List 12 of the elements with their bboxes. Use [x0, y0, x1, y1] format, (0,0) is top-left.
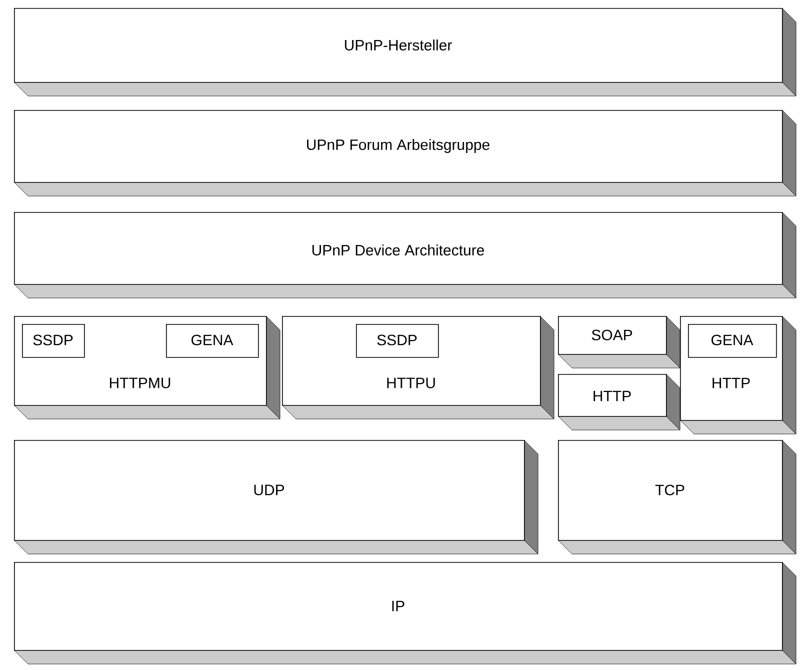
layer-box: UPnP-Hersteller [14, 8, 796, 96]
layer-box: HTTP [558, 374, 680, 430]
protocol-box: SSDP [22, 324, 85, 358]
layer-box: UPnP Device Architecture [14, 212, 796, 298]
layer-box: UPnP Forum Arbeitsgruppe [14, 110, 796, 196]
protocol-box: GENA [166, 324, 259, 358]
layer-box: TCP [558, 440, 796, 554]
protocol-box: GENA [688, 324, 777, 358]
protocol-box: SSDP [356, 324, 439, 358]
layer-box: IP [14, 562, 796, 664]
layer-box: SOAP [558, 316, 680, 368]
layer-box: UDP [14, 440, 538, 554]
